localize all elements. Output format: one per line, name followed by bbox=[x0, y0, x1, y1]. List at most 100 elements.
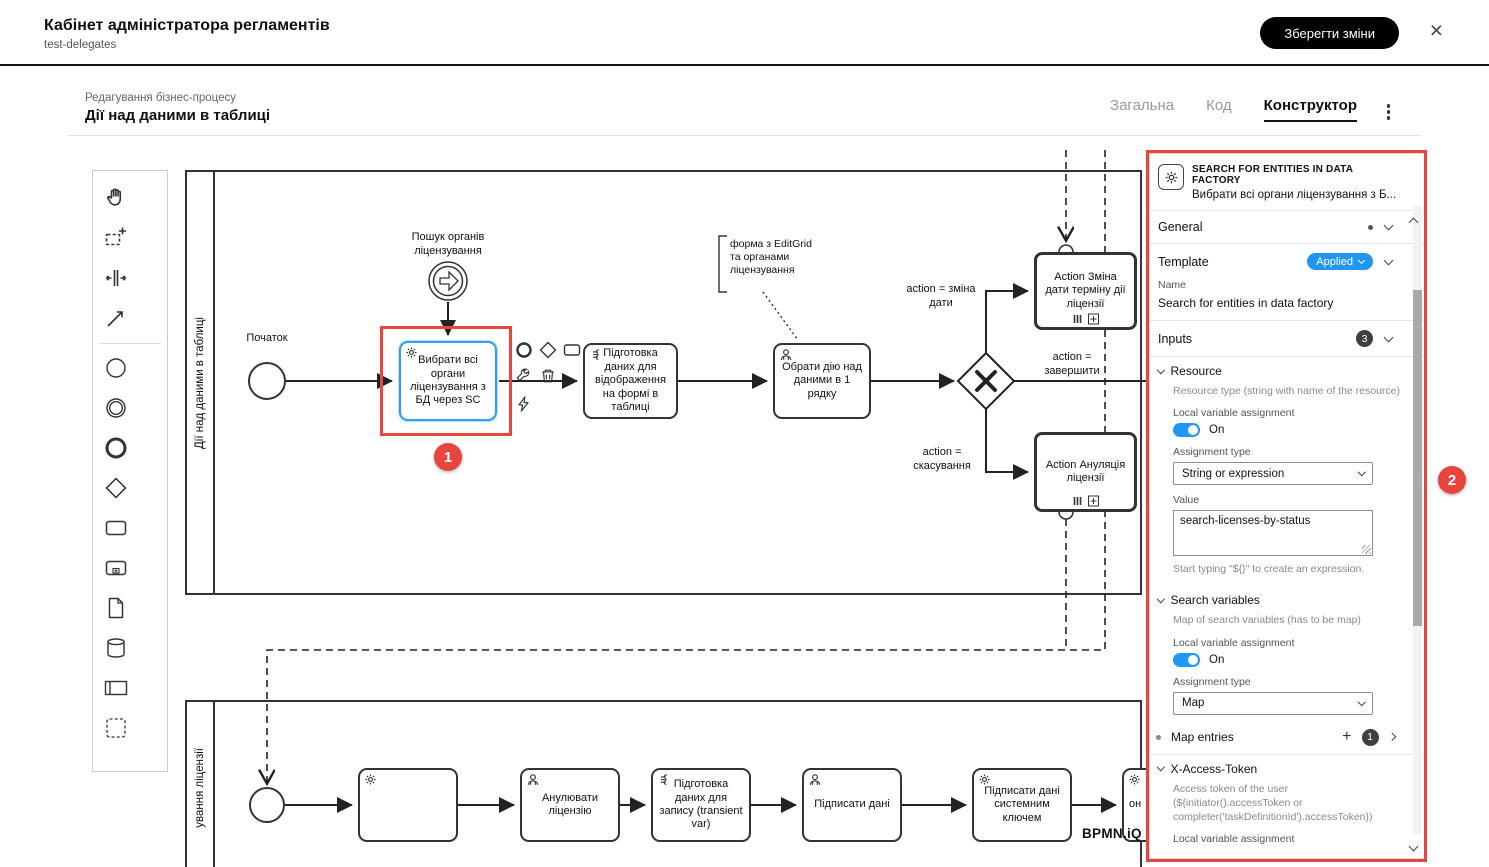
contextpad-append-task[interactable] bbox=[562, 340, 582, 360]
save-button[interactable]: Зберегти зміни bbox=[1260, 17, 1399, 49]
pool-top[interactable]: Дії над даними в таблиці bbox=[185, 170, 1142, 595]
chevron-down-icon[interactable] bbox=[1383, 332, 1394, 342]
name-label: Name bbox=[1158, 279, 1187, 291]
palette-hand-tool[interactable] bbox=[101, 183, 131, 213]
group-search-variables[interactable]: Search variables bbox=[1150, 586, 1424, 610]
task-label: Підготовка даних для запису (transient v… bbox=[659, 778, 743, 831]
palette-space-tool[interactable] bbox=[101, 263, 131, 293]
name-input[interactable]: Search for entities in data factory bbox=[1158, 296, 1334, 310]
editor-tabs: Загальна Код Конструктор bbox=[1110, 97, 1357, 122]
kebab-menu-icon[interactable] bbox=[1384, 101, 1394, 123]
start-event-label: Початок bbox=[246, 332, 288, 344]
tab-code[interactable]: Код bbox=[1206, 97, 1232, 114]
chevron-right-icon[interactable] bbox=[1387, 733, 1396, 741]
search-variables-body: Map of search variables (has to be map) … bbox=[1150, 613, 1424, 720]
close-icon[interactable]: × bbox=[1429, 17, 1443, 43]
task-prepare-record[interactable]: Підготовка даних для запису (transient v… bbox=[651, 768, 751, 842]
task-label: Вибрати всі органи ліцензування з БД чер… bbox=[410, 354, 486, 407]
palette-start-event[interactable] bbox=[101, 353, 131, 383]
scrollbar-thumb[interactable] bbox=[1413, 290, 1422, 626]
tab-general[interactable]: Загальна bbox=[1110, 97, 1175, 114]
palette-subprocess[interactable] bbox=[101, 553, 131, 583]
task-label: он bbox=[1129, 798, 1142, 811]
token-description: Access token of the user (${initiator().… bbox=[1173, 782, 1373, 823]
group-general[interactable]: General bbox=[1150, 211, 1424, 243]
task-label: Обрати дію над даними в 1 рядку bbox=[782, 360, 862, 400]
task-label: Action Зміна дати терміну дії ліцензії bbox=[1045, 270, 1126, 310]
palette-pool[interactable] bbox=[101, 673, 131, 703]
template-applied-text: Applied bbox=[1316, 255, 1353, 268]
assignment-type-label: Assignment type bbox=[1173, 446, 1251, 459]
task-markers bbox=[1072, 495, 1099, 507]
task-action-change-date[interactable]: Action Зміна дати терміну дії ліцензії bbox=[1034, 252, 1137, 330]
chevron-down-icon bbox=[1156, 594, 1165, 603]
message-flows bbox=[267, 150, 1106, 783]
text-annotation[interactable]: форма з EditGrid та органами ліцензуванн… bbox=[730, 238, 812, 277]
bpmn-canvas[interactable]: Дії над даними в таблиці ування ліцензії bbox=[0, 140, 1489, 867]
sequence-flows bbox=[285, 283, 1146, 813]
assignment-type-select[interactable]: Map bbox=[1173, 691, 1373, 715]
contextpad-append-end-event[interactable] bbox=[514, 340, 534, 360]
gateway-exclusive[interactable] bbox=[956, 351, 1016, 411]
breadcrumb: Редагування бізнес-процесу bbox=[85, 92, 236, 104]
annotation-association bbox=[718, 235, 799, 341]
resource-description: Resource type (string with name of the r… bbox=[1173, 385, 1401, 397]
contextpad-append-gateway[interactable] bbox=[538, 340, 558, 360]
palette-end-event[interactable] bbox=[101, 433, 131, 463]
value-text: search-licenses-by-status bbox=[1180, 515, 1311, 528]
palette-group[interactable] bbox=[101, 713, 131, 743]
tab-constructor[interactable]: Конструктор bbox=[1263, 97, 1357, 122]
palette-intermediate-event[interactable] bbox=[101, 393, 131, 423]
row-template[interactable]: Template Applied bbox=[1150, 244, 1424, 274]
inputs-count-badge: 3 bbox=[1356, 330, 1373, 347]
bpmn-watermark: BPMN.iQ bbox=[1082, 826, 1142, 841]
assignment-type-value: String or expression bbox=[1182, 467, 1285, 480]
task-sign-system-key[interactable]: Підписати дані системним ключем bbox=[972, 768, 1072, 842]
contextpad-lightning-icon[interactable] bbox=[514, 394, 534, 414]
group-resource[interactable]: Resource bbox=[1150, 357, 1424, 381]
task-bottom-service[interactable] bbox=[358, 768, 458, 842]
palette-gateway[interactable] bbox=[101, 473, 131, 503]
assignment-type-value: Map bbox=[1182, 697, 1205, 710]
contextpad-trash-icon[interactable] bbox=[538, 366, 558, 386]
add-entry-button[interactable]: + bbox=[1342, 728, 1352, 746]
local-variable-label: Local variable assignment bbox=[1173, 407, 1295, 420]
group-x-access-token[interactable]: X-Access-Token bbox=[1150, 755, 1424, 779]
task-annul-license[interactable]: Анулювати ліцензію bbox=[520, 768, 620, 842]
toggle-state-label: On bbox=[1209, 424, 1225, 437]
task-sign-data[interactable]: Підписати дані bbox=[802, 768, 902, 842]
panel-header: SEARCH FOR ENTITIES IN DATA FACTORY Вибр… bbox=[1150, 154, 1424, 210]
group-inputs[interactable]: Inputs 3 bbox=[1150, 321, 1424, 356]
chevron-down-icon bbox=[1156, 763, 1165, 771]
task-action-annul[interactable]: Action Ануляція ліцензії bbox=[1034, 432, 1137, 512]
script-icon bbox=[589, 348, 603, 366]
palette-connect-tool[interactable] bbox=[101, 303, 131, 333]
script-icon bbox=[657, 773, 671, 791]
chevron-down-icon bbox=[1357, 256, 1366, 264]
palette-data-store[interactable] bbox=[101, 633, 131, 663]
assignment-type-select[interactable]: String or expression bbox=[1173, 462, 1373, 486]
contextpad-wrench-icon[interactable] bbox=[514, 366, 534, 386]
palette-data-object[interactable] bbox=[101, 593, 131, 623]
value-label: Value bbox=[1173, 494, 1200, 507]
task-prepare-display[interactable]: Підготовка даних для відображення на фор… bbox=[583, 343, 678, 419]
template-applied-badge[interactable]: Applied bbox=[1307, 253, 1373, 270]
map-entries-count-badge: 1 bbox=[1361, 728, 1379, 746]
intermediate-event-search[interactable] bbox=[428, 261, 468, 301]
palette-lasso-tool[interactable] bbox=[101, 223, 131, 253]
lane-top-strip[interactable]: Дії над даними в таблиці bbox=[187, 172, 215, 593]
start-event-top[interactable] bbox=[248, 362, 286, 400]
resize-handle-icon[interactable] bbox=[1362, 545, 1371, 555]
chevron-down-icon[interactable] bbox=[1383, 255, 1394, 265]
chevron-down-icon bbox=[1156, 365, 1165, 374]
value-textarea[interactable]: search-licenses-by-status bbox=[1173, 510, 1373, 557]
lane-bottom-strip[interactable]: ування ліцензії bbox=[187, 702, 215, 867]
task-choose-action[interactable]: Обрати дію над даними в 1 рядку bbox=[773, 343, 871, 419]
local-variable-toggle[interactable] bbox=[1173, 423, 1200, 438]
task-select-entities[interactable]: Вибрати всі органи ліцензування з БД чер… bbox=[399, 341, 497, 421]
palette-task[interactable] bbox=[101, 513, 131, 543]
service-gear-icon bbox=[978, 773, 991, 790]
chevron-down-icon[interactable] bbox=[1383, 220, 1394, 231]
start-event-bottom[interactable] bbox=[249, 787, 285, 823]
local-variable-toggle[interactable] bbox=[1173, 652, 1200, 667]
